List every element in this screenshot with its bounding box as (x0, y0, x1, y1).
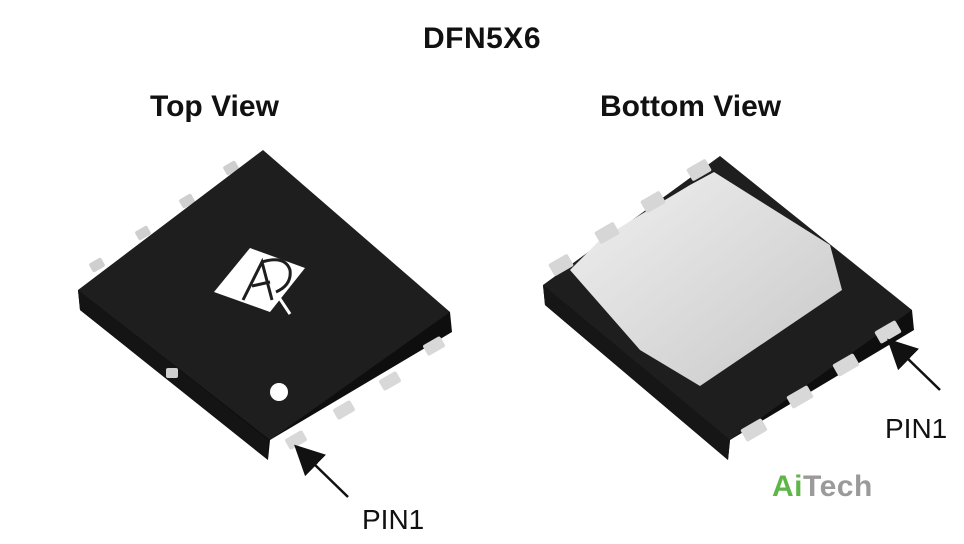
bottom-pad-front-4 (874, 320, 902, 344)
bottom-pad-front-2 (786, 385, 814, 409)
bottom-pad-back-1 (548, 254, 574, 276)
bottom-pad-front-3 (832, 353, 860, 377)
pin1-label-top: PIN1 (362, 504, 425, 535)
top-pad-back-3 (135, 225, 151, 241)
bottom-pad-back-4 (686, 159, 712, 181)
manufacturer-logo-mark (214, 248, 305, 312)
pin1-arrow-top (294, 444, 349, 498)
package-title: DFN5X6 (422, 22, 542, 55)
bottom-view-package (543, 156, 941, 460)
top-pad-front-1 (285, 430, 307, 450)
pin1-dot (270, 383, 288, 401)
bottom-pad-front-1 (740, 418, 768, 442)
bottom-view-label: Bottom View (600, 90, 782, 123)
pin1-label-bottom: PIN1 (885, 413, 948, 444)
top-view-package (78, 150, 452, 498)
top-pad-back-4 (89, 257, 105, 273)
top-pad-front-3 (379, 371, 401, 391)
top-pad-left-1 (166, 368, 178, 378)
bottom-pad-back-3 (640, 191, 666, 213)
pin1-arrow-bottom (887, 338, 941, 391)
aitech-logo: AiTech (772, 470, 873, 504)
logo-text-tech: Tech (803, 470, 873, 503)
top-view-label: Top View (150, 90, 279, 123)
top-pad-front-2 (333, 400, 355, 420)
exposed-thermal-pad (570, 172, 842, 386)
top-pad-back-1 (223, 160, 239, 176)
top-pad-back-2 (179, 193, 195, 209)
bottom-pad-back-2 (594, 222, 620, 244)
top-pad-front-4 (423, 336, 445, 356)
logo-text-ai: Ai (772, 470, 803, 503)
